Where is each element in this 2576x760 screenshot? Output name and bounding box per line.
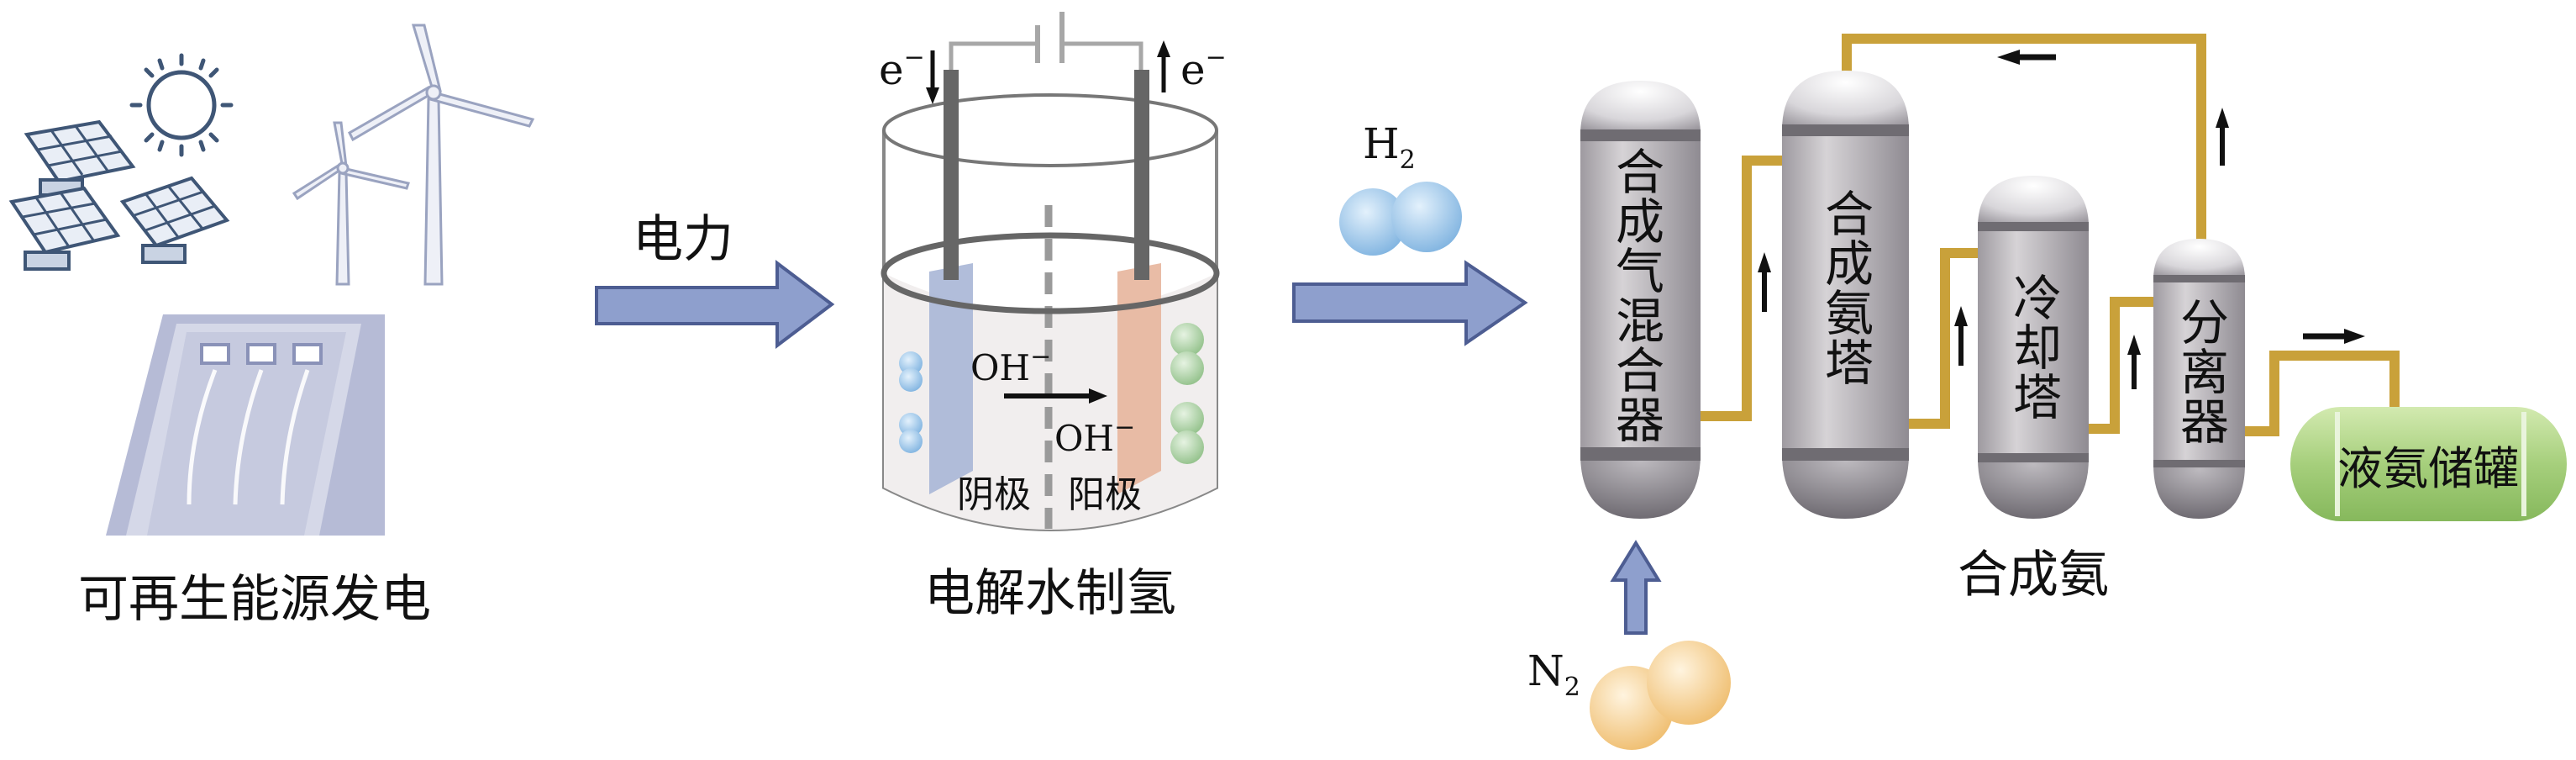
right-arrow-icon	[1292, 260, 1528, 346]
anode-plate	[1117, 263, 1161, 494]
electron-right-label: e−	[1180, 43, 1227, 94]
cathode-label: 阴极	[957, 473, 1031, 516]
cathode-rod	[944, 70, 959, 280]
ammonia-synthesis-label: 合成氨	[1958, 546, 2109, 604]
mixer-label-char: 器	[1616, 392, 1664, 449]
hydro-dam-icon	[106, 314, 385, 536]
power-label: 电力	[633, 210, 733, 269]
renewable-label: 可再生能源发电	[78, 570, 431, 629]
oxygen-bubbles	[1170, 323, 1204, 464]
hydroxide-label-bottom: OH−	[1054, 413, 1135, 459]
beaker-rim	[882, 93, 1218, 167]
cathode-plate	[929, 263, 973, 494]
wind-turbine-icon	[292, 24, 535, 286]
up-arrow-icon	[1610, 540, 1662, 635]
up-arrow-icon	[1758, 252, 1771, 312]
power-source-wire	[949, 12, 1143, 71]
pipes	[1701, 34, 2400, 436]
up-arrow-icon	[2127, 335, 2141, 389]
sun-icon	[129, 53, 234, 157]
cooling-tower: 冷却塔	[1978, 176, 2089, 519]
renewable-energy-illustration: 可再生能源发电	[8, 24, 535, 629]
ammonia-synthesis-tower: 合成氨塔	[1782, 71, 1909, 519]
liquid-ammonia-tank: 液氨储罐	[2290, 407, 2567, 521]
cooling-label: 冷却塔	[2005, 272, 2062, 421]
mixer-label-char: 合	[1616, 342, 1664, 399]
right-arrow-icon	[595, 259, 835, 350]
electrolysis-label: 电解水制氢	[924, 564, 1176, 623]
electrolyzer-illustration: e− e− OH− OH− 阴极 阳极 电解水制氢	[879, 12, 1227, 623]
separator: 分离器	[2153, 239, 2245, 519]
mixer-label-char: 混	[1616, 293, 1664, 350]
electron-left-label: e−	[879, 43, 925, 94]
solar-panel-icon	[8, 119, 230, 271]
hydrogen-bubbles	[899, 351, 923, 453]
hydrogen-label: H2	[1363, 119, 1416, 175]
nitrogen-molecule-icon	[1590, 641, 1731, 750]
left-arrow-icon	[1997, 50, 2056, 65]
right-arrow-icon	[1004, 388, 1107, 404]
tank-label: 液氨储罐	[2337, 442, 2519, 495]
nitrogen-label: N2	[1527, 647, 1580, 702]
hydroxide-label-top: OH−	[970, 342, 1051, 388]
up-arrow-icon	[2216, 108, 2229, 166]
up-arrow-icon	[1157, 40, 1170, 92]
tower-label: 合成氨塔	[1816, 188, 1874, 387]
down-arrow-icon	[926, 50, 939, 104]
mixer-label-char: 成	[1616, 193, 1664, 251]
hydrogen-molecule-icon	[1339, 182, 1462, 256]
mixer-label-char: 合	[1616, 144, 1664, 201]
right-arrow-icon	[2303, 329, 2365, 344]
separator-label: 分离器	[2172, 297, 2229, 446]
ammonia-synthesis-plant: 合 成 气 混 合 器 合成氨塔 冷却塔	[1527, 34, 2567, 750]
mixer-label-char: 气	[1616, 243, 1664, 300]
anode-rod	[1134, 70, 1149, 280]
syngas-mixer: 合 成 气 混 合 器	[1580, 81, 1701, 519]
hydrogen-flow: H2	[1292, 119, 1528, 346]
up-arrow-icon	[1954, 306, 1968, 366]
anode-label: 阳极	[1068, 473, 1142, 516]
power-flow-arrow: 电力	[595, 210, 835, 350]
flow-arrows	[1758, 50, 2365, 389]
